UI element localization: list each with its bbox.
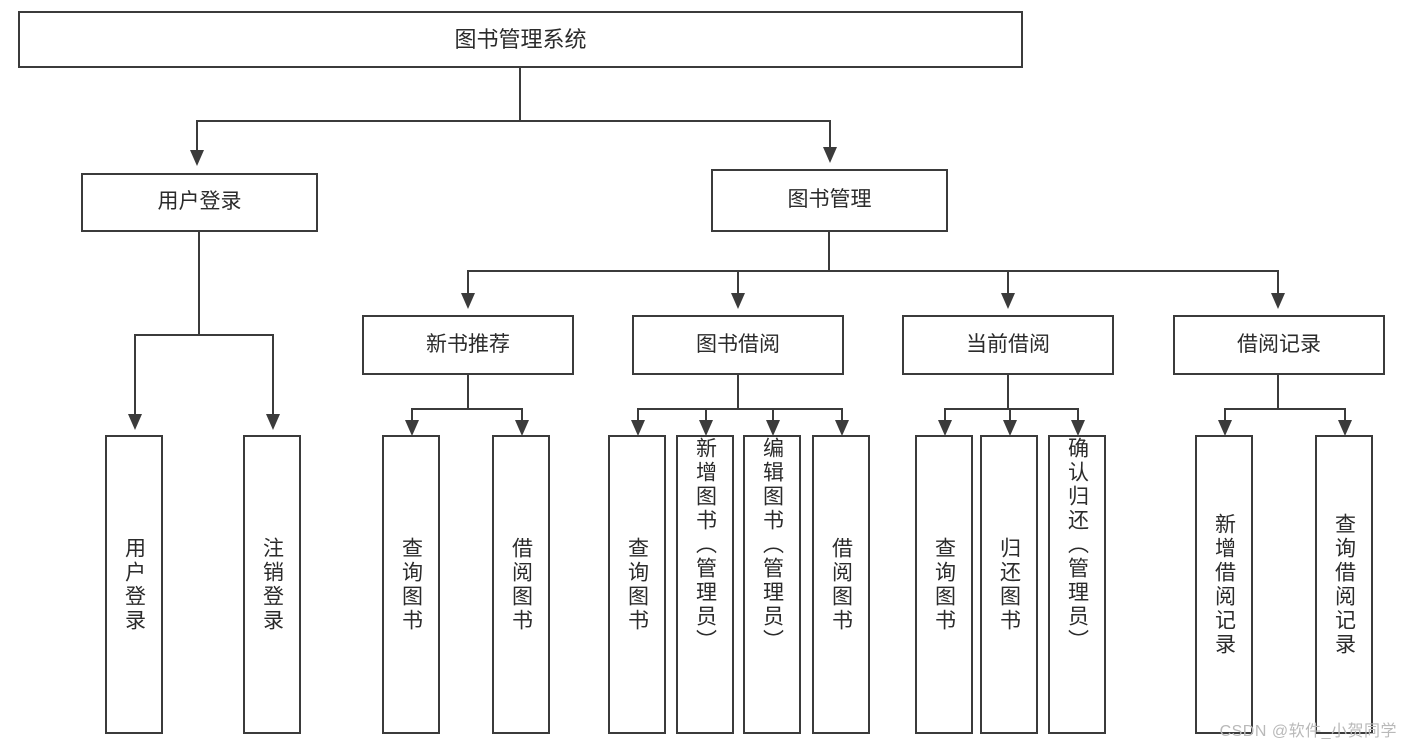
connector-root-stem [519,68,521,121]
connector-user-login-stem [198,232,200,335]
connector-cb-arm-1 [944,408,946,423]
leaf-query-book-3[interactable]: 查询图书 [915,435,973,734]
leaf-borrow-book-2-label: 借阅图书 [829,536,853,633]
connector-level2-arm-right [829,120,831,150]
arrowhead-leaf-user-login [128,414,142,430]
watermark: CSDN @软件_小贺同学 [1219,723,1397,740]
leaf-edit-book[interactable]: 编辑图书（管理员） [743,435,801,734]
leaf-user-logout[interactable]: 注销登录 [243,435,301,734]
connector-cb-bar [944,408,1079,410]
connector-nbr-arm-2 [521,408,523,423]
connector-bb-arm-1 [637,408,639,423]
connector-level3-arm-2 [737,270,739,295]
connector-bb-arm-3 [772,408,774,423]
connector-user-login-bar [134,334,274,336]
connector-bb-stem [737,375,739,410]
leaf-query-book-1-label: 查询图书 [399,536,423,633]
connector-nbr-arm-1 [411,408,413,423]
leaf-query-book-1[interactable]: 查询图书 [382,435,440,734]
connector-nbr-stem [467,375,469,410]
connector-cb-arm-2 [1009,408,1011,423]
arrowhead-leaf-borrow-book-2 [835,420,849,436]
arrowhead-leaf-confirm-return [1071,420,1085,436]
connector-level3-arm-4 [1277,270,1279,295]
arrowhead-book-borrow [731,293,745,309]
node-book-manage-label: 图书管理 [787,188,872,212]
node-user-login-label: 用户登录 [157,190,242,214]
node-borrow-record[interactable]: 借阅记录 [1173,315,1385,375]
arrowhead-leaf-return-book [1003,420,1017,436]
node-current-borrow[interactable]: 当前借阅 [902,315,1114,375]
connector-user-login-arm-1 [134,334,136,416]
node-new-book-recommend[interactable]: 新书推荐 [362,315,574,375]
leaf-user-logout-label: 注销登录 [260,536,284,633]
arrowhead-leaf-add-record [1218,420,1232,436]
arrowhead-leaf-edit-book [766,420,780,436]
node-user-login[interactable]: 用户登录 [81,173,318,232]
leaf-query-record[interactable]: 查询借阅记录 [1315,435,1373,734]
node-root[interactable]: 图书管理系统 [18,11,1023,68]
node-current-borrow-label: 当前借阅 [966,332,1050,356]
arrowhead-leaf-query-book-2 [631,420,645,436]
arrowhead-user-login [190,150,204,166]
arrowhead-leaf-add-book [699,420,713,436]
node-book-manage[interactable]: 图书管理 [711,169,948,232]
node-borrow-record-label: 借阅记录 [1237,332,1321,356]
connector-level2-arm-left [196,120,198,153]
arrowhead-leaf-query-book-3 [938,420,952,436]
connector-cb-stem [1007,375,1009,410]
connector-nbr-bar [411,408,523,410]
arrowhead-leaf-user-logout [266,414,280,430]
leaf-add-book-label: 新增图书（管理员） [693,437,717,653]
connector-br-arm-2 [1344,408,1346,423]
connector-book-manage-stem [828,232,830,272]
leaf-add-book[interactable]: 新增图书（管理员） [676,435,734,734]
connector-cb-arm-3 [1077,408,1079,423]
leaf-query-book-2-label: 查询图书 [625,536,649,633]
arrowhead-book-manage [823,147,837,163]
leaf-query-book-2[interactable]: 查询图书 [608,435,666,734]
connector-bb-arm-2 [705,408,707,423]
connector-level3-arm-1 [467,270,469,295]
leaf-user-login[interactable]: 用户登录 [105,435,163,734]
leaf-add-record[interactable]: 新增借阅记录 [1195,435,1253,734]
node-root-label: 图书管理系统 [454,26,587,52]
node-book-borrow-label: 图书借阅 [696,332,780,356]
leaf-borrow-book-1-label: 借阅图书 [509,536,533,633]
arrowhead-new-book-recommend [461,293,475,309]
arrowhead-leaf-borrow-book-1 [515,420,529,436]
connector-br-stem [1277,375,1279,410]
connector-level3-arm-3 [1007,270,1009,295]
node-book-borrow[interactable]: 图书借阅 [632,315,844,375]
leaf-query-book-3-label: 查询图书 [932,536,956,633]
connector-bb-arm-4 [841,408,843,423]
connector-br-arm-1 [1224,408,1226,423]
connector-level2-bar [196,120,831,122]
leaf-borrow-book-1[interactable]: 借阅图书 [492,435,550,734]
arrowhead-leaf-query-book-1 [405,420,419,436]
arrowhead-leaf-query-record [1338,420,1352,436]
arrowhead-current-borrow [1001,293,1015,309]
leaf-add-record-label: 新增借阅记录 [1212,512,1236,657]
connector-br-bar [1224,408,1346,410]
leaf-return-book-label: 归还图书 [997,536,1021,633]
node-new-book-recommend-label: 新书推荐 [426,332,510,356]
leaf-confirm-return-label: 确认归还（管理员） [1065,437,1089,653]
leaf-confirm-return[interactable]: 确认归还（管理员） [1048,435,1106,734]
leaf-user-login-label: 用户登录 [122,536,146,633]
leaf-query-record-label: 查询借阅记录 [1332,512,1356,657]
connector-user-login-arm-2 [272,334,274,416]
leaf-borrow-book-2[interactable]: 借阅图书 [812,435,870,734]
connector-level3-bar [467,270,1279,272]
connector-bb-bar [637,408,843,410]
leaf-edit-book-label: 编辑图书（管理员） [760,437,784,653]
arrowhead-borrow-record [1271,293,1285,309]
leaf-return-book[interactable]: 归还图书 [980,435,1038,734]
